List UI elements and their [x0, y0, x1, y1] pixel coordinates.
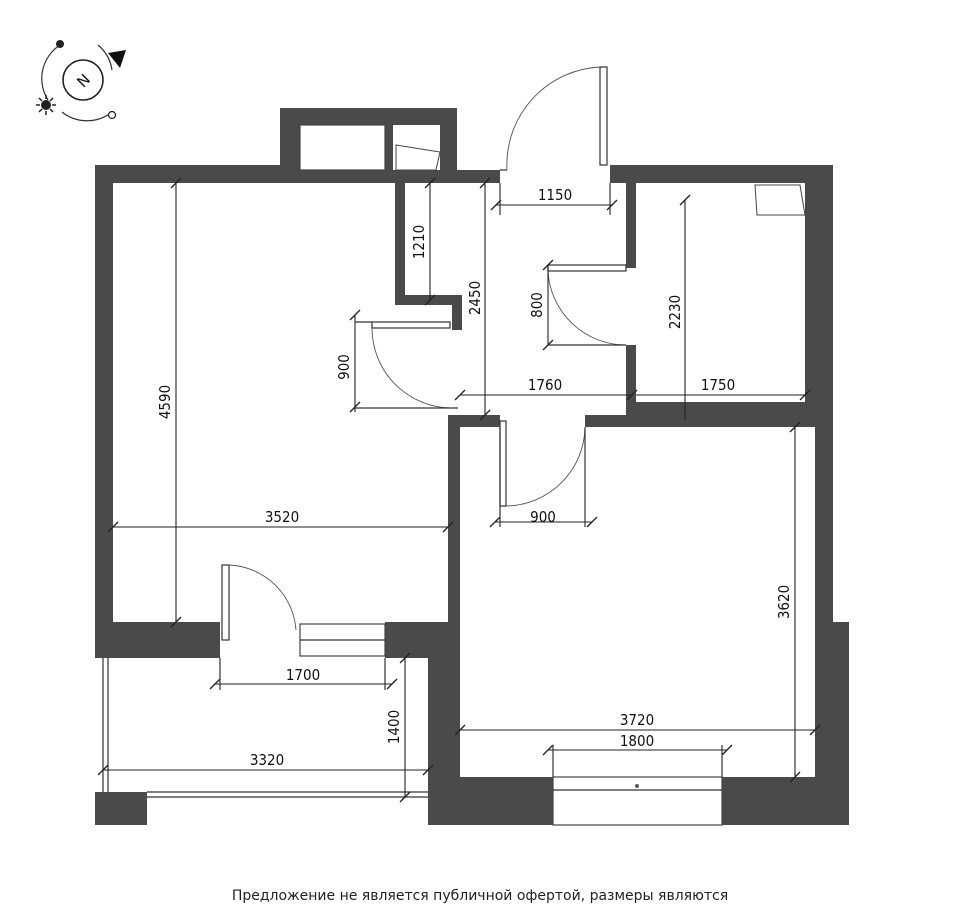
- door-bath-leaf: [547, 264, 627, 272]
- compass-north-label: N: [73, 70, 94, 91]
- wall-bedroom-left: [448, 620, 460, 780]
- wall-bath-upper: [626, 183, 636, 268]
- door-bath-swing: [547, 270, 627, 346]
- balcony: [102, 658, 428, 798]
- door-balcony: [221, 564, 297, 641]
- wall-niche-left: [280, 108, 300, 183]
- door-entrance: [500, 66, 608, 171]
- dim-living-height: 4590: [156, 385, 174, 419]
- dim-pantry: 1210: [410, 225, 428, 259]
- wall-bottom-right: [722, 777, 849, 825]
- door-living: [371, 321, 451, 409]
- bath-fixture: [754, 184, 806, 216]
- door-entrance-leaf: [599, 66, 608, 166]
- compass-hollow-dot: [107, 110, 117, 120]
- compass-inner-circle: [62, 59, 104, 101]
- wall-bedroom-top-right: [585, 415, 817, 427]
- windows: [299, 124, 806, 826]
- compass-arc-right: [97, 44, 113, 71]
- wall-top-right: [610, 165, 833, 183]
- niche-cabinet: [299, 124, 386, 171]
- wall-balcony-corner: [95, 792, 147, 825]
- wall-right-upper: [805, 165, 833, 427]
- door-entrance-swing: [506, 66, 601, 171]
- dim-balcony-depth: 1400: [385, 710, 403, 744]
- dim-bedroom-window: 1800: [620, 732, 654, 750]
- wall-living-bottom-left: [95, 622, 220, 658]
- dimensions: 1150 1210 2450 800 2230 900 1760 1750: [97, 177, 821, 803]
- niche-shelf: [395, 144, 441, 171]
- door-living-leaf: [371, 321, 451, 329]
- door-bedroom-swing: [505, 426, 586, 507]
- compass-arc-bottom: [61, 111, 113, 122]
- dim-bath-door: 800: [528, 292, 546, 318]
- door-balcony-leaf: [221, 564, 230, 641]
- dim-bath-width: 1750: [701, 376, 735, 394]
- disclaimer-text: Предложение не является публичной оферто…: [231, 888, 729, 904]
- wall-niche-top: [280, 108, 457, 125]
- wall-left: [95, 165, 113, 658]
- wall-right-pilaster: [833, 622, 849, 825]
- wall-bath-lower: [626, 345, 636, 415]
- compass: N: [36, 40, 126, 122]
- door-bedroom: [499, 420, 586, 507]
- wall-bath-bottom: [626, 402, 816, 416]
- dim-balcony-width: 3320: [250, 751, 284, 769]
- walls: [95, 108, 849, 825]
- compass-arrow-icon: [108, 50, 126, 68]
- dim-corridor-height: 2450: [466, 281, 484, 315]
- wall-right-lower: [815, 410, 833, 825]
- door-bath: [547, 264, 627, 346]
- door-living-swing: [371, 327, 451, 409]
- wall-pantry-vertical: [395, 183, 405, 303]
- dim-bedroom-width: 3720: [620, 711, 654, 729]
- dim-room-door: 900: [335, 354, 353, 380]
- wall-top-left: [95, 165, 300, 183]
- dim-hall-top: 1150: [538, 186, 572, 204]
- compass-dot: [56, 40, 64, 48]
- wall-bottom-left: [428, 777, 553, 825]
- wall-partition-vertical: [448, 415, 460, 620]
- window-handle: [635, 784, 639, 788]
- wall-niche-right: [440, 108, 457, 183]
- dim-balcony-door: 1700: [286, 666, 320, 684]
- sun-icon: [36, 95, 56, 115]
- door-balcony-swing: [228, 564, 297, 631]
- wall-niche-divider: [385, 125, 393, 175]
- compass-arc-left: [41, 44, 61, 101]
- dim-bedroom-height: 3620: [775, 585, 793, 619]
- doors: [221, 66, 627, 641]
- dim-living-width: 3520: [265, 508, 299, 526]
- wall-bedroom-top-left: [448, 415, 500, 427]
- wall-pantry-stub: [452, 295, 462, 330]
- dim-bedroom-door: 900: [530, 508, 556, 526]
- wall-pantry-bottom: [395, 295, 460, 305]
- dim-bath-height: 2230: [666, 295, 684, 329]
- dim-corridor-width: 1760: [528, 376, 562, 394]
- door-bedroom-leaf: [499, 420, 507, 507]
- wall-top-mid: [300, 170, 500, 183]
